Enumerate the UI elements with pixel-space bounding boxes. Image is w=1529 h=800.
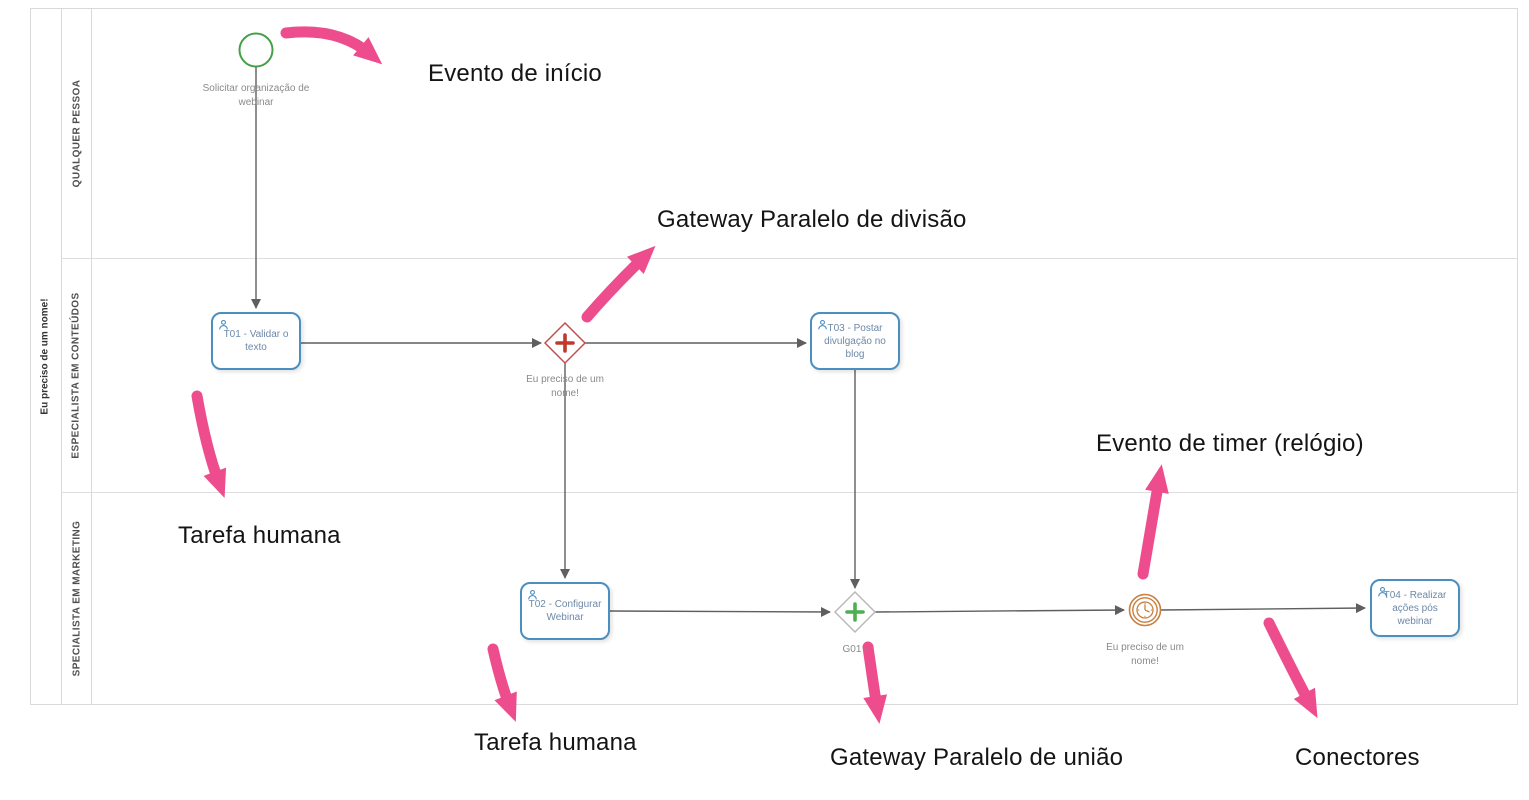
- annotation-arrow-human-task-1: [191, 390, 227, 498]
- parallel-gateway-join: [833, 590, 877, 634]
- flow-gateway-join-to-timer: [874, 605, 1125, 616]
- gateway-join-label: G01 -: [842, 644, 868, 655]
- task-t01: T01 - Validar o texto: [211, 312, 301, 370]
- flow-t02-to-gateway-join: [609, 606, 831, 617]
- person-icon: [527, 589, 538, 605]
- parallel-gateway-split: [543, 321, 587, 365]
- gateway-split-plus-icon: [555, 333, 575, 353]
- flow-timer-to-t04: [1160, 603, 1366, 614]
- task-t04: T04 - Realizar ações pós webinar: [1370, 579, 1460, 637]
- lane-divider-2: [62, 492, 1518, 493]
- task-t02-label: T02 - Configurar Webinar: [528, 599, 602, 623]
- gateway-split-label: Eu preciso de um nome!: [526, 374, 604, 399]
- annotation-arrow-start-event: [280, 26, 383, 65]
- start-event-circle: [238, 32, 274, 68]
- annotation-arrow-timer-event: [1137, 464, 1169, 580]
- annotation-text-start-event: Evento de início: [428, 60, 602, 87]
- person-icon: [1377, 586, 1388, 602]
- task-t03: T03 - Postar divulgação no blog: [810, 312, 900, 370]
- annotation-arrow-gateway-join: [862, 641, 888, 724]
- annotation-arrow-gateway-split: [581, 245, 656, 323]
- annotation-text-human-task-1: Tarefa humana: [178, 522, 341, 549]
- annotation-text-timer-event: Evento de timer (relógio): [1096, 430, 1364, 457]
- task-t02: T02 - Configurar Webinar: [520, 582, 610, 640]
- person-icon: [218, 319, 229, 335]
- start-event-label: Solicitar organização de webinar: [202, 83, 310, 108]
- pool-border: [30, 8, 1518, 705]
- annotation-arrow-human-task-2: [487, 643, 517, 722]
- lane-header-qualquer-pessoa: QUALQUER PESSOA: [62, 8, 92, 258]
- gateway-join-plus-icon: [845, 602, 865, 622]
- lane-header-especialista-marketing: SPECIALISTA EM MARKETING: [62, 492, 92, 705]
- lane-divider-1: [62, 258, 1518, 259]
- annotation-text-connectors: Conectores: [1295, 744, 1420, 771]
- annotation-text-gateway-split: Gateway Paralelo de divisão: [657, 206, 967, 233]
- task-t03-label: T03 - Postar divulgação no blog: [824, 322, 886, 360]
- pool-name-cell: Eu preciso de um nome!: [30, 8, 62, 705]
- timer-event-circle: [1128, 593, 1162, 627]
- annotation-arrow-connectors: [1263, 617, 1318, 719]
- lane-header-especialista-conteudos: ESPECIALISTA EM CONTEÚDOS: [62, 258, 92, 492]
- annotation-text-human-task-2: Tarefa humana: [474, 729, 637, 756]
- person-icon: [817, 319, 828, 335]
- clock-icon: [1136, 601, 1154, 619]
- task-t01-label: T01 - Validar o texto: [223, 329, 289, 353]
- task-t04-label: T04 - Realizar ações pós webinar: [1383, 589, 1447, 627]
- timer-event-label: Eu preciso de um nome!: [1106, 642, 1184, 667]
- annotation-text-gateway-join: Gateway Paralelo de união: [830, 744, 1124, 771]
